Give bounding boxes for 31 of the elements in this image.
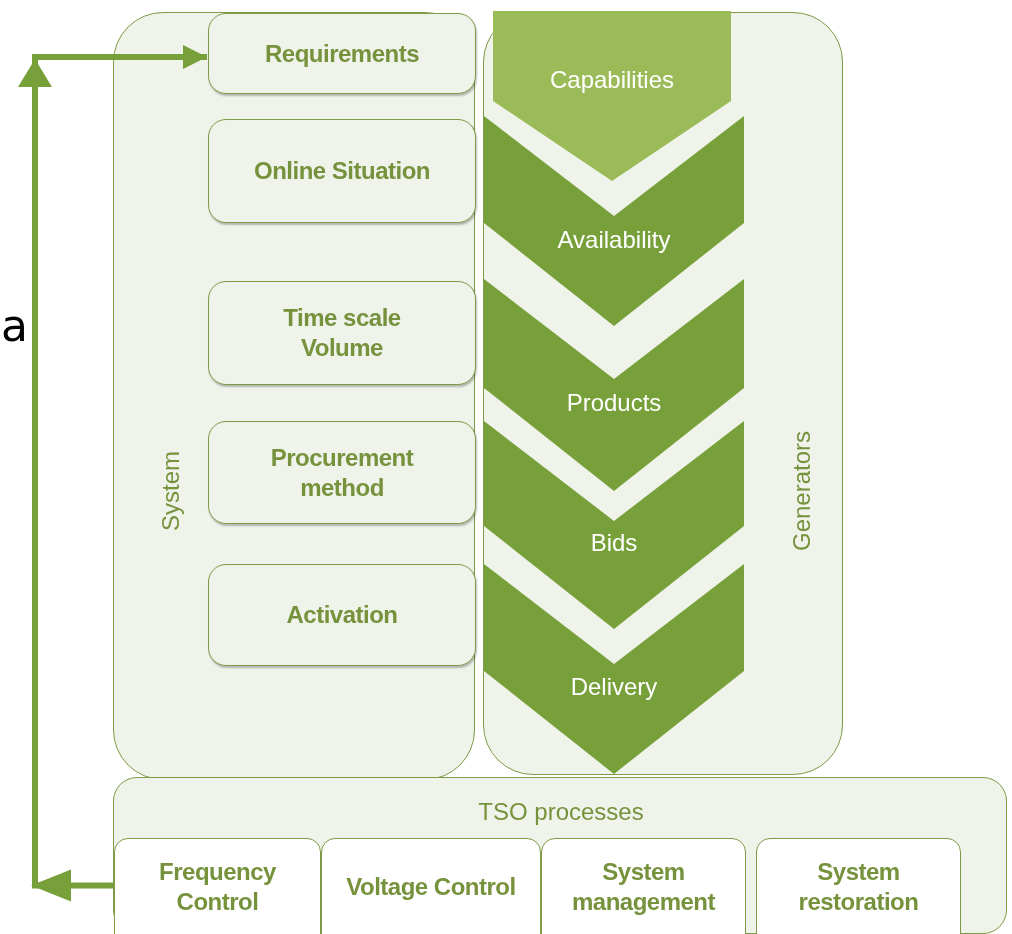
panel-title: Generators [788, 430, 816, 552]
process-box [114, 838, 321, 934]
panel-title: TSO processes [478, 798, 644, 826]
arrow [18, 45, 207, 902]
group-panel [113, 777, 1007, 934]
chevron-label: Capabilities [548, 66, 676, 94]
process-box [208, 13, 476, 94]
box-label: Online Situation [254, 156, 430, 186]
chevron-label: Bids [589, 529, 639, 557]
group-panel [483, 12, 843, 775]
box-label: Voltage Control [346, 871, 516, 902]
process-box [208, 564, 476, 666]
chevron-label: Availability [556, 226, 672, 254]
box-label: System restoration [797, 856, 920, 917]
process-box [756, 838, 961, 934]
cut-off-text: a [1, 300, 28, 351]
process-box [208, 281, 476, 385]
chevron-label: Delivery [569, 673, 659, 701]
process-box [208, 119, 476, 223]
box-label: Time scale Volume [282, 303, 402, 363]
chevron-label: Products [565, 389, 663, 417]
group-panel [113, 12, 475, 780]
box-label: System management [570, 856, 717, 917]
box-label: Procurement method [269, 442, 415, 503]
box-label: Activation [286, 600, 398, 630]
process-box [541, 838, 746, 934]
box-label: Frequency Control [158, 856, 277, 917]
process-box [208, 421, 476, 524]
panel-title: System [157, 451, 185, 531]
box-label: Requirements [264, 38, 419, 69]
process-box [321, 838, 541, 934]
